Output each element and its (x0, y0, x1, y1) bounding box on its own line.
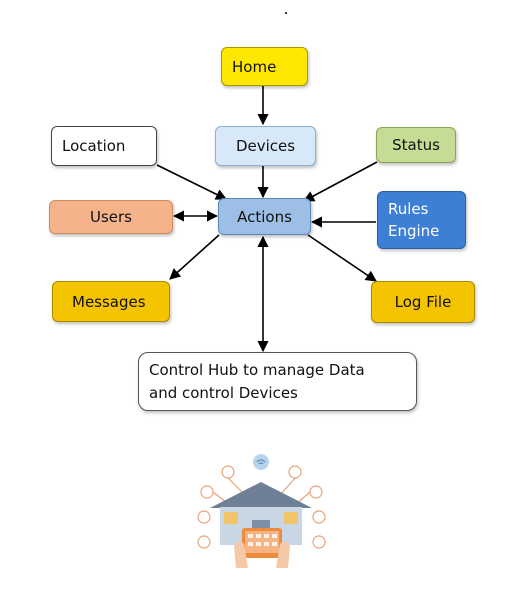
node-devices-label: Devices (235, 137, 296, 155)
node-actions: Actions (218, 198, 311, 235)
node-messages-label: Messages (72, 292, 146, 311)
node-control-hub-line1: Control Hub to manage Data (149, 360, 365, 379)
node-status: Status (376, 127, 456, 163)
node-location: Location (51, 126, 157, 166)
node-control-hub: Control Hub to manage Data and control D… (138, 352, 417, 411)
node-log-file: Log File (371, 281, 475, 323)
node-log-file-label: Log File (394, 293, 452, 311)
arrow-actions-messages (169, 234, 220, 280)
arrow-actions-logfile (307, 234, 377, 282)
node-control-hub-line2: and control Devices (149, 383, 298, 402)
node-users: Users (49, 200, 173, 234)
arrow-location-actions (156, 164, 228, 200)
node-location-label: Location (62, 137, 126, 155)
node-rules-engine-line1: Rules (388, 200, 429, 218)
stray-dot (285, 12, 287, 14)
node-users-label: Users (89, 208, 132, 226)
node-rules-engine: Rules Engine (377, 191, 466, 249)
node-home-label: Home (232, 57, 277, 76)
node-messages: Messages (52, 281, 170, 322)
node-status-label: Status (392, 136, 440, 154)
smart-home-illustration (197, 454, 326, 568)
node-devices: Devices (215, 126, 316, 166)
node-home: Home (221, 47, 308, 86)
node-rules-engine-line2: Engine (388, 222, 440, 240)
node-actions-label: Actions (237, 207, 292, 226)
arrow-status-actions (303, 161, 378, 202)
